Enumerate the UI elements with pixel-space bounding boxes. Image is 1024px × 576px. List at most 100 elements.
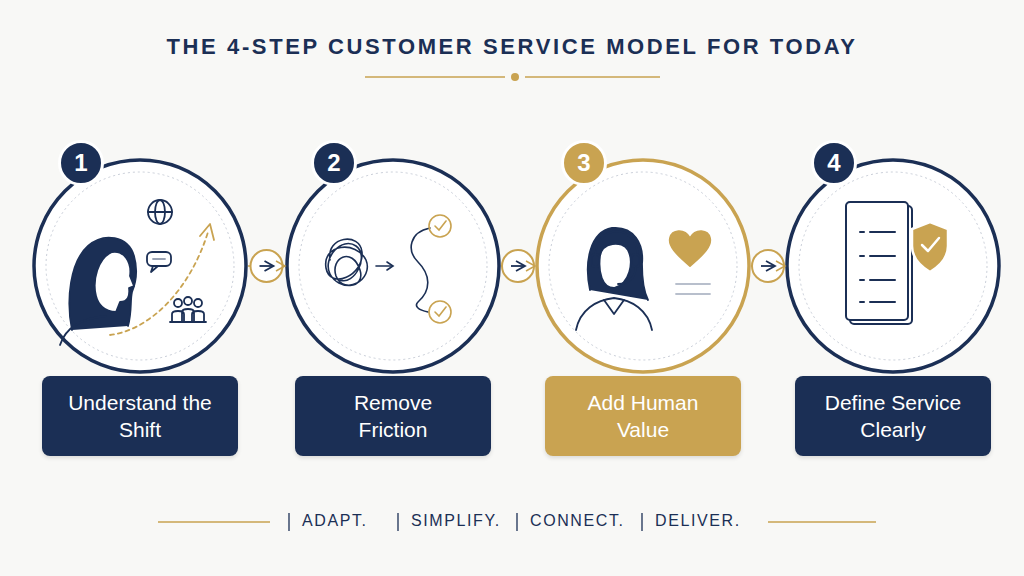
circle-outline (535, 158, 751, 374)
illustration-path (110, 232, 208, 335)
connector-arrow-shaft (260, 265, 274, 267)
step-label: Understand the Shift (42, 376, 238, 456)
tagline-rules (158, 521, 876, 523)
illustration-line (525, 76, 660, 78)
illustration-path (922, 238, 939, 251)
illustration-path (69, 238, 136, 330)
step-number: 2 (311, 140, 357, 186)
circle-inner-dash (549, 172, 737, 360)
illustration-path (588, 228, 648, 300)
illustration-circle (174, 299, 182, 307)
connector-arrow-shaft (511, 265, 525, 267)
diagram-title: THE 4-STEP CUSTOMER SERVICE MODEL FOR TO… (0, 34, 1024, 60)
step-number: 1 (58, 140, 104, 186)
illustration-rect (846, 202, 908, 320)
title-rule (365, 73, 660, 81)
illustration-line (870, 255, 895, 257)
illustration-path (411, 228, 430, 312)
illustration-ellipse (155, 200, 165, 224)
shift-illustration (60, 200, 214, 345)
circle-fill (287, 160, 499, 372)
illustration-circle (194, 299, 202, 307)
illustration-path (170, 309, 206, 322)
illustration-path (670, 231, 711, 266)
illustration-line (397, 513, 398, 531)
connector-ring (502, 250, 534, 282)
circle-outline (785, 158, 1001, 374)
circle-inner-dash (799, 172, 987, 360)
connector-arrow-shaft (761, 265, 775, 267)
circle-inner-dash (299, 172, 487, 360)
illustration-line (516, 513, 517, 531)
illustration-line (158, 521, 270, 523)
tagline-word: ADAPT. (302, 512, 368, 530)
connector-line (248, 265, 285, 267)
step-label: Add Human Value (545, 376, 741, 456)
arrow-head (526, 261, 535, 271)
illustration-line (860, 255, 864, 257)
connector-line (501, 265, 535, 267)
illustration-path (151, 266, 158, 272)
illustration-path (596, 231, 638, 258)
illustration-circle (511, 73, 519, 81)
illustration-rect (850, 206, 912, 324)
illustration-line (768, 521, 876, 523)
tagline-word: DELIVER. (655, 512, 741, 530)
friction-illustration (326, 215, 451, 323)
step-circle: 1Understand the Shift (32, 158, 248, 374)
illustration-path (618, 266, 636, 284)
step-label: Remove Friction (295, 376, 491, 456)
step-connector (248, 250, 285, 282)
step-label: Define Service Clearly (795, 376, 991, 456)
illustration-line (870, 231, 895, 233)
circle-inner-dash (46, 172, 234, 360)
tagline-separators (289, 513, 642, 531)
illustration-line (860, 301, 864, 303)
illustration-path (600, 244, 631, 288)
illustration-circle (429, 215, 451, 237)
illustration-circle (429, 301, 451, 323)
circle-outline (285, 158, 501, 374)
illustration-line (148, 211, 172, 213)
human-value-illustration (576, 228, 710, 330)
step-number: 3 (561, 140, 607, 186)
connector-arrow-mid (766, 261, 775, 271)
connector-ring (752, 250, 784, 282)
step-connector (501, 250, 535, 282)
illustration-rect (147, 252, 171, 266)
illustration-line (153, 258, 165, 260)
illustration-circle (148, 200, 172, 224)
illustration-path (912, 222, 948, 272)
illustration-path (435, 307, 446, 316)
circle-fill (34, 160, 246, 372)
connector-arrow-mid (516, 261, 525, 271)
illustration-line (641, 513, 642, 531)
illustration-line (870, 301, 895, 303)
illustration-path (387, 262, 393, 270)
illustration-path (576, 298, 652, 330)
connector-line (751, 265, 785, 267)
illustration-line (376, 265, 392, 267)
illustration-path (604, 300, 624, 314)
illustration-line (870, 279, 895, 281)
illustration-path (200, 224, 214, 240)
illustration-line (860, 279, 864, 281)
illustration-line (860, 231, 864, 233)
illustration-path (60, 316, 106, 345)
illustration-line (365, 76, 505, 78)
step-number: 4 (811, 140, 857, 186)
illustration-line (288, 513, 289, 531)
service-definition-illustration (846, 202, 948, 324)
step-circle: 4Define Service Clearly (785, 158, 1001, 374)
illustration-rect (632, 254, 639, 267)
circle-outline (32, 158, 248, 374)
step-circle: 2Remove Friction (285, 158, 501, 374)
step-circle: 3Add Human Value (535, 158, 751, 374)
illustration-path (95, 252, 134, 312)
tagline-word: SIMPLIFY. (411, 512, 501, 530)
illustration-circle (184, 297, 192, 305)
tagline-word: CONNECT. (530, 512, 625, 530)
